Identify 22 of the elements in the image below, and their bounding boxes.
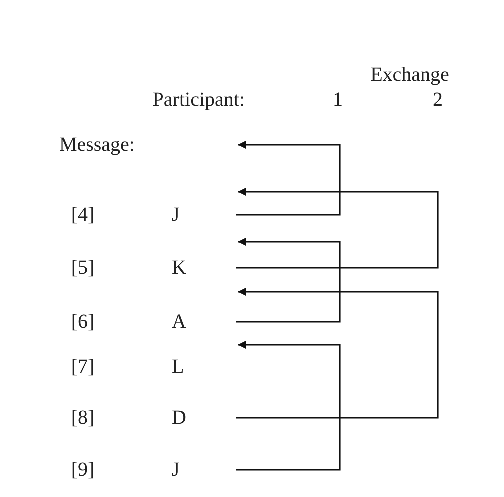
message-number: [7] <box>71 355 95 379</box>
message-letter: J <box>172 203 236 227</box>
message-letter: J <box>172 458 236 482</box>
message-letter: L <box>172 355 236 379</box>
message-number: [5] <box>71 256 95 280</box>
arrow <box>236 341 341 471</box>
message-number: [9] <box>71 458 95 482</box>
header-label: Participant: <box>152 88 245 112</box>
column-number: 1 <box>333 88 343 112</box>
arrow <box>236 238 341 323</box>
message-number: [6] <box>71 310 95 334</box>
arrow <box>236 288 439 419</box>
message-number: [8] <box>71 406 95 430</box>
arrow <box>236 141 341 216</box>
header-label: Exchange <box>370 63 450 87</box>
arrow <box>236 188 439 269</box>
column-number: 2 <box>433 88 443 112</box>
message-letter: A <box>172 310 236 334</box>
message-letter: K <box>172 256 236 280</box>
message-letter: D <box>172 406 236 430</box>
header-label: Message: <box>59 133 135 157</box>
message-number: [4] <box>71 203 95 227</box>
